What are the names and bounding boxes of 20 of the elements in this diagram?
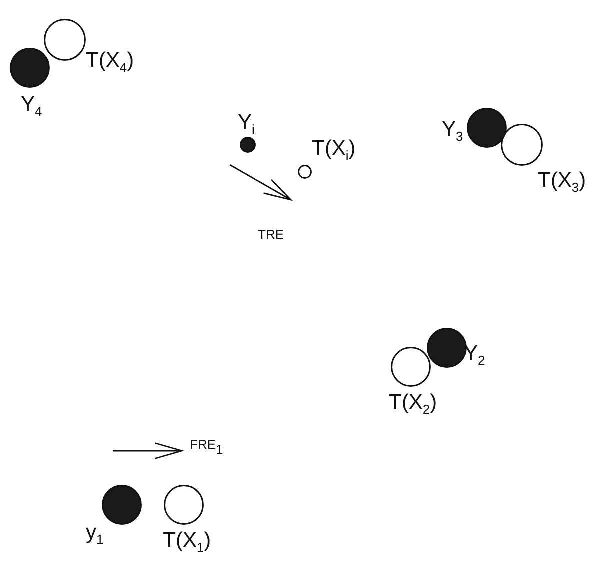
circle-label: Y$_{i}$ <box>238 112 255 136</box>
filled-circle <box>467 108 507 148</box>
open-circle <box>164 485 204 525</box>
circle-label: Y$_{3}$ <box>442 119 464 143</box>
open-circle <box>391 347 431 387</box>
open-circle <box>501 124 543 166</box>
filled-circle <box>240 137 256 153</box>
arrow-label: TRE <box>258 228 284 241</box>
circle-label: y$_{1}$ <box>86 522 104 546</box>
circle-label: T(X$_{1}$) <box>163 530 212 554</box>
filled-circle <box>10 48 50 88</box>
circle-label: T(X$_{i}$) <box>312 138 356 162</box>
open-circle <box>298 165 312 179</box>
circle-label: T(X$_{3}$) <box>538 170 586 194</box>
circle-label: T(X$_{2}$) <box>389 392 438 416</box>
circle-label: T(X$_{4}$) <box>86 50 134 74</box>
open-circle <box>44 19 86 61</box>
filled-circle <box>427 328 467 368</box>
circle-label: Y$_{4}$ <box>21 94 42 118</box>
filled-circle <box>102 485 142 525</box>
